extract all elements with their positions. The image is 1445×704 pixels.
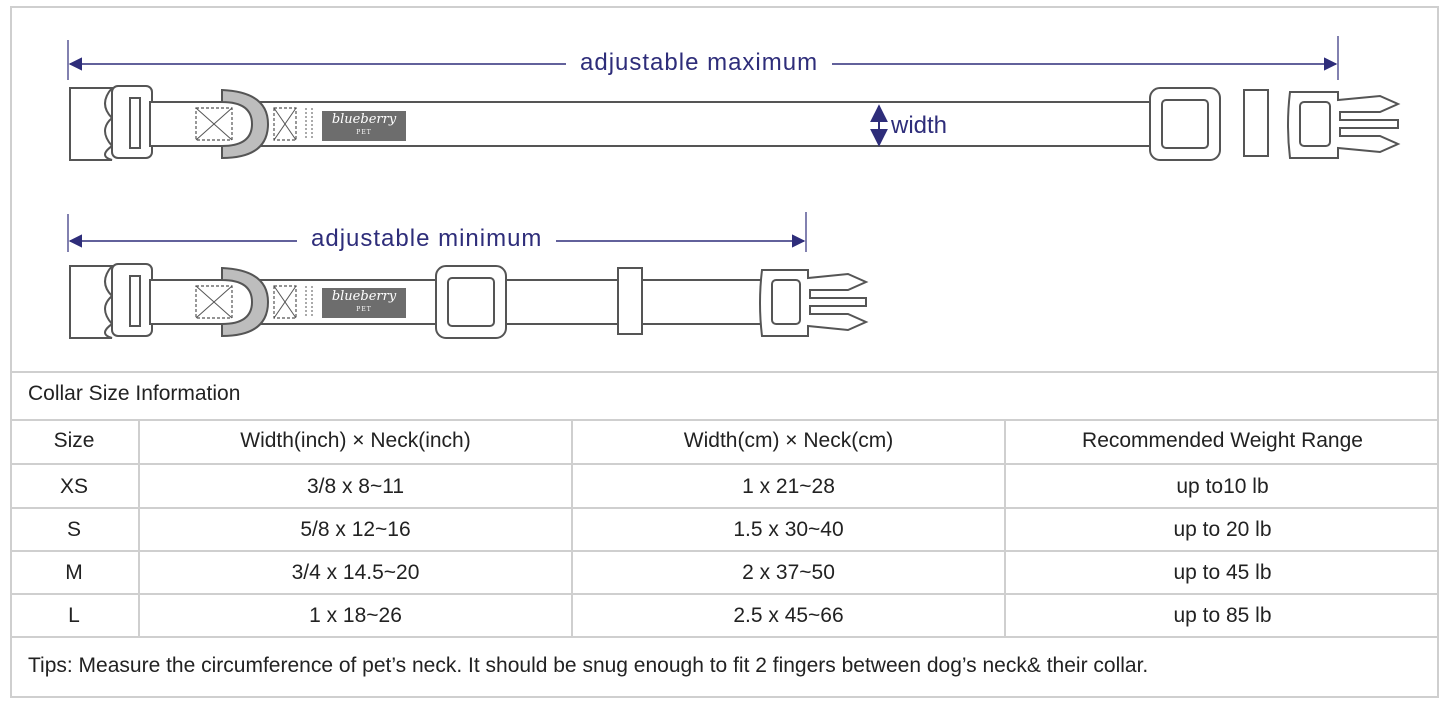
column-divider <box>1004 420 1006 636</box>
header-top-border <box>10 419 1439 421</box>
table-cell: 1 x 18~26 <box>309 604 402 627</box>
table-cell: 5/8 x 12~16 <box>300 518 411 541</box>
strap <box>149 101 1161 147</box>
table-cell: L <box>68 604 80 627</box>
row-border <box>10 550 1439 552</box>
keeper <box>1243 89 1269 157</box>
table-bottom-border <box>10 636 1439 638</box>
slider <box>435 265 507 339</box>
row-border <box>10 507 1439 509</box>
header-cm: Width(cm) × Neck(cm) <box>683 429 894 452</box>
keeper <box>617 267 643 335</box>
brand-tag: blueberry PET <box>322 288 406 318</box>
table-cell: 2 x 37~50 <box>742 561 835 584</box>
brand-name: blueberry <box>331 289 397 304</box>
header-weight: Recommended Weight Range <box>1082 429 1363 452</box>
female-buckle <box>69 265 115 339</box>
adjustable-maximum-label: adjustable maximum <box>566 49 833 77</box>
column-divider <box>138 420 140 636</box>
table-cell: 1.5 x 30~40 <box>733 518 844 541</box>
brand-tag: blueberry PET <box>322 111 406 141</box>
min-collar <box>69 263 869 339</box>
table-cell: 2.5 x 45~66 <box>733 604 844 627</box>
d-ring <box>221 88 270 160</box>
female-buckle <box>69 87 115 161</box>
adjustable-minimum-label: adjustable minimum <box>297 225 557 253</box>
image-frame <box>10 6 1439 698</box>
male-buckle <box>759 269 869 337</box>
collar-diagram <box>67 36 1401 339</box>
width-label: width <box>891 112 948 139</box>
table-cell: 1 x 21~28 <box>742 475 835 498</box>
header-size: Size <box>53 429 95 452</box>
table-cell: up to 85 lb <box>1173 604 1272 627</box>
table-cell: up to10 lb <box>1176 475 1269 498</box>
table-cell: up to 45 lb <box>1173 561 1272 584</box>
table-cell: S <box>66 518 81 541</box>
table-title: Collar Size Information <box>28 382 241 405</box>
table-cell: XS <box>59 475 88 498</box>
row-border <box>10 593 1439 595</box>
male-buckle <box>1287 91 1401 159</box>
header-inch: Width(inch) × Neck(inch) <box>240 429 471 452</box>
brand-name: blueberry <box>331 112 397 127</box>
table-cell: 3/8 x 8~11 <box>306 475 405 498</box>
tips-text: Tips: Measure the circumference of pet’s… <box>28 654 1149 677</box>
table-cell: M <box>65 561 83 584</box>
brand-sub: PET <box>356 306 372 313</box>
column-divider <box>571 420 573 636</box>
table-top-border <box>10 371 1439 373</box>
table-cell: up to 20 lb <box>1173 518 1272 541</box>
row-border <box>10 463 1439 465</box>
slider <box>1149 87 1221 161</box>
d-ring <box>221 266 270 338</box>
max-collar <box>69 85 1401 161</box>
table-cell: 3/4 x 14.5~20 <box>291 561 420 584</box>
brand-sub: PET <box>356 129 372 136</box>
